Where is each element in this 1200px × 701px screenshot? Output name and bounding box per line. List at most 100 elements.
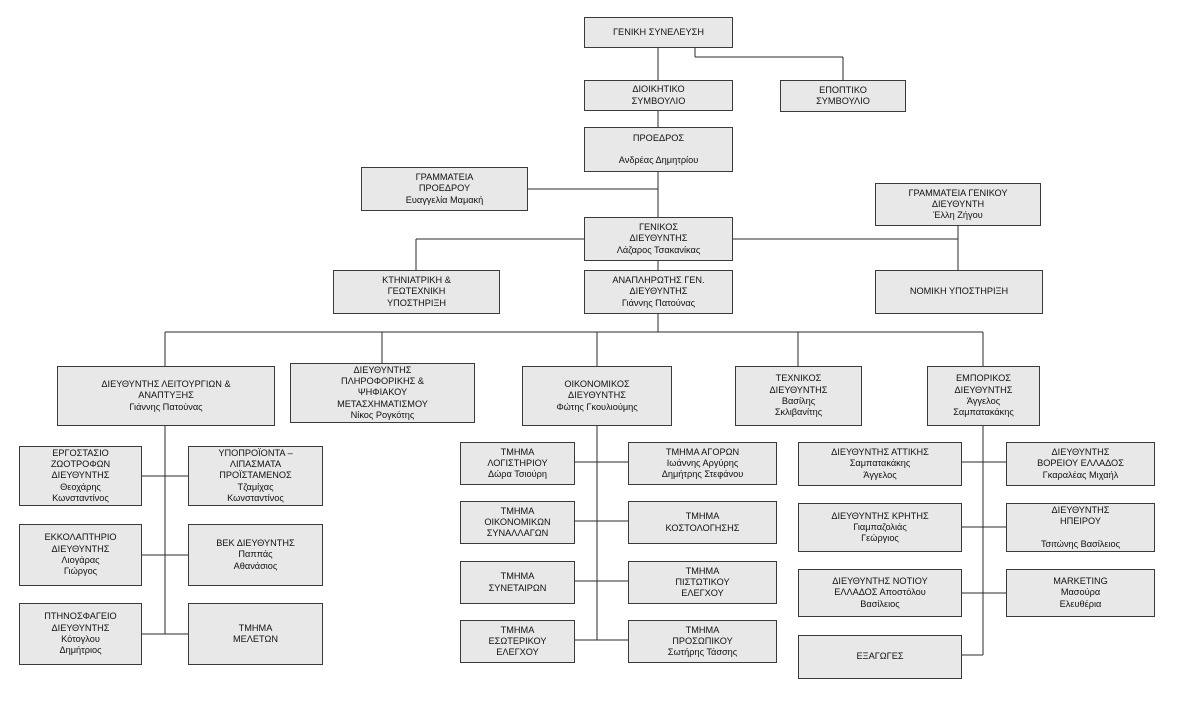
gm-secretariat-box: ΓΡΑΜΜΑΤΕΙΑ ΓΕΝΙΚΟΥ ΔΙΕΥΘΥΝΤΗ Έλλη Ζήγου xyxy=(875,183,1041,226)
node-line: Έλλη Ζήγου xyxy=(933,210,983,221)
node-line: ΤΜΗΜΑ xyxy=(685,511,720,522)
node-line: ΤΜΗΜΑ xyxy=(500,624,535,635)
node-line: ΔΙΕΥΘΥΝΤΗΣ xyxy=(1051,447,1110,458)
node-line: Παππάς xyxy=(238,549,273,560)
node-line: ΕΠΟΠΤΙΚΟ xyxy=(819,84,867,95)
commercial-director-box: ΕΜΠΟΡΙΚΟΣ ΔΙΕΥΘΥΝΤΗΣ Άγγελος Σαμπατακάκη… xyxy=(927,366,1040,426)
chairman-box: ΠΡΟΕΔΡΟΣ Ανδρέας Δημητρίου xyxy=(584,127,733,172)
node-line: ΠΡΟΕΔΡΟΥ xyxy=(418,183,471,194)
node-line: Άγγελος xyxy=(863,469,897,480)
supervisory-board-box: ΕΠΟΠΤΙΚΟ ΣΥΜΒΟΥΛΙΟ xyxy=(780,80,906,112)
node-line: ΨΗΦΙΑΚΟΥ xyxy=(357,387,408,398)
node-line: ΤΜΗΜΑ xyxy=(685,624,720,635)
node-line: Γιαμπαζολιάς xyxy=(853,521,907,532)
node-line: Δώρα Τσιούρη xyxy=(487,469,548,480)
node-line: ΖΩΟΤΡΟΦΩΝ xyxy=(50,459,111,470)
node-line: ΜΕΤΑΣΧΗΜΑΤΙΣΜΟΥ xyxy=(337,398,428,409)
node-line: Λιογάρας xyxy=(61,555,100,565)
node-line: ΔΙΕΥΘΥΝΤΗΣ xyxy=(568,390,626,401)
node-line: Ελευθέρια xyxy=(1059,598,1102,609)
exports-box: ΕΞΑΓΩΓΕΣ xyxy=(798,635,962,679)
legal-support-box: ΝΟΜΙΚΗ ΥΠΟΣΤΗΡΙΞΗ xyxy=(875,270,1043,314)
node-line: ΚΟΣΤΟΛΟΓΗΣΗΣ xyxy=(665,522,740,533)
node-line: ΠΤΗΝΟΣΦΑΓΕΙΟ xyxy=(44,611,117,622)
node-line: ΑΝΑΠΤΥΞΗΣ xyxy=(138,390,194,401)
node-line: Σαμπατακάκης xyxy=(953,407,1014,418)
node-line: Μασούρα xyxy=(1060,587,1101,598)
operations-director-box: ΔΙΕΥΘΥΝΤΗΣ ΛΕΙΤΟΥΡΓΙΩΝ & ΑΝΑΠΤΥΞΗΣ Γιάνν… xyxy=(57,366,275,426)
node-line: Κωνσταντίνος xyxy=(227,492,284,503)
node-line: ΔΙΕΥΘΥΝΤΗΣ xyxy=(51,470,110,481)
partners-dept-box: ΤΜΗΜΑ ΣΥΝΕΤΑΙΡΩΝ xyxy=(460,561,575,604)
node-line: ΠΡΟΕΔΡΟΣ xyxy=(632,132,685,143)
node-line: ΔΙΕΥΘΥΝΤΗΣ xyxy=(629,286,688,297)
node-line: ΠΡΟΣΩΠΙΚΟΥ xyxy=(672,635,733,646)
node-line: Γεώργιος xyxy=(861,533,899,544)
node-line: Θεοχάρης xyxy=(60,481,101,492)
node-line: ΕΛΕΓΧΟΥ xyxy=(496,647,539,658)
node-line: ΤΜΗΜΑ xyxy=(238,622,273,633)
chairman-secretariat-box: ΓΡΑΜΜΑΤΕΙΑ ΠΡΟΕΔΡΟΥ Ευαγγελία Μαμακή xyxy=(361,167,528,211)
financial-transactions-dept-box: ΤΜΗΜΑ ΟΙΚΟΝΟΜΙΚΩΝ ΣΥΝΑΛΛΑΓΩΝ xyxy=(460,501,575,544)
node-line: Δημήτρης Στεφάνου xyxy=(661,469,744,480)
node-line: Ευαγγελία Μαμακή xyxy=(405,194,484,205)
node-line: ΒΟΡΕΙΟΥ ΕΛΛΑΔΟΣ xyxy=(1037,458,1124,469)
node-line: ΔΙΕΥΘΥΝΤΗΣ ΝΟΤΙΟΥ xyxy=(832,576,928,587)
node-line: ΔΙΕΥΘΥΝΤΗΣ xyxy=(353,364,412,375)
node-line: ΔΙΕΥΘΥΝΤΗΣ xyxy=(1051,505,1110,516)
node-line: ΚΤΗΝΙΑΤΡΙΚΗ & xyxy=(382,275,451,286)
node-line: Σωτήρης Τάσσης xyxy=(667,647,738,658)
node-line: Σαμπατακάκης xyxy=(849,458,911,469)
node-line: ΓΕΩΤΕΧΝΙΚΗ xyxy=(387,286,446,297)
node-line: ΝΟΜΙΚΗ ΥΠΟΣΤΗΡΙΞΗ xyxy=(909,286,1009,297)
node-line: ΔΙΕΥΘΥΝΤΗΣ xyxy=(954,384,1013,395)
node-line: Αθανάσιος xyxy=(233,560,278,571)
node-line: ΤΜΗΜΑ ΑΓΟΡΩΝ xyxy=(665,446,740,457)
node-line: ΔΙΕΥΘΥΝΤΗΣ xyxy=(629,233,688,244)
node-line: Νίκος Ρογκότης xyxy=(350,409,415,420)
finance-director-box: ΟΙΚΟΝΟΜΙΚΟΣ ΔΙΕΥΘΥΝΤΗΣ Φώτης Γκουλιούμης xyxy=(522,366,672,426)
it-director-box: ΔΙΕΥΘΥΝΤΗΣ ΠΛΗΡΟΦΟΡΙΚΗΣ & ΨΗΦΙΑΚΟΥ ΜΕΤΑΣ… xyxy=(290,363,475,423)
general-manager-box: ΓΕΝΙΚΟΣ ΔΙΕΥΘΥΝΤΗΣ Λάζαρος Τσακανίκας xyxy=(584,217,733,261)
node-line: Κότογλου xyxy=(61,634,100,644)
node-line: Γιώργος xyxy=(63,566,98,577)
node-line: Βασίλης xyxy=(781,396,816,406)
node-line: ΠΛΗΡΟΦΟΡΙΚΗΣ & xyxy=(341,376,424,387)
vet-geotech-support-box: ΚΤΗΝΙΑΤΡΙΚΗ & ΓΕΩΤΕΧΝΙΚΗ ΥΠΟΣΤΗΡΙΞΗ xyxy=(333,270,500,314)
costing-dept-box: ΤΜΗΜΑ ΚΟΣΤΟΛΟΓΗΣΗΣ xyxy=(628,501,777,544)
node-line: ΕΡΓΟΣΤΑΣΙΟ xyxy=(52,447,109,458)
node-line: Κωνσταντίνος xyxy=(52,492,109,503)
byproducts-box: ΥΠΟΠΡΟΪΟΝΤΑ – ΛΙΠΑΣΜΑΤΑ ΠΡΟΪΣΤΑΜΕΝΟΣ Τζα… xyxy=(188,446,323,506)
node-line: ΤΜΗΜΑ xyxy=(685,565,720,576)
node-line: ΔΙΕΥΘΥΝΤΗΣ xyxy=(51,543,110,554)
node-line: ΣΥΝΑΛΛΑΓΩΝ xyxy=(486,528,549,539)
node-line: Τζαμίχας xyxy=(237,481,274,492)
hatchery-box: ΕΚΚΟΛΑΠΤΗΡΙΟ ΔΙΕΥΘΥΝΤΗΣ Λιογάρας Γιώργος xyxy=(19,524,142,586)
purchasing-dept-box: ΤΜΗΜΑ ΑΓΟΡΩΝ Ιωάννης Αργύρης Δημήτρης Στ… xyxy=(628,442,777,485)
node-line: ΓΕΝΙΚΗ ΣΥΝΕΛΕΥΣΗ xyxy=(613,26,704,37)
studies-dept-box: ΤΜΗΜΑ ΜΕΛΕΤΩΝ xyxy=(188,603,323,665)
marketing-box: MARKETING Μασούρα Ελευθέρια xyxy=(1006,569,1155,617)
node-line: ΕΚΚΟΛΑΠΤΗΡΙΟ xyxy=(44,532,117,543)
node-line: Γκαραλέας Μιχαήλ xyxy=(1042,469,1119,480)
node-line: ΗΠΕΙΡΟΥ xyxy=(1059,516,1102,527)
accounting-dept-box: ΤΜΗΜΑ ΛΟΓΙΣΤΗΡΙΟΥ Δώρα Τσιούρη xyxy=(460,442,575,485)
node-line: Ανδρέας Δημητρίου xyxy=(618,155,699,165)
node-line: ΟΙΚΟΝΟΜΙΚΟΣ xyxy=(564,379,630,390)
personnel-dept-box: ΤΜΗΜΑ ΠΡΟΣΩΠΙΚΟΥ Σωτήρης Τάσσης xyxy=(628,620,777,663)
node-line: ΣΥΜΒΟΥΛΙΟ xyxy=(631,95,686,106)
node-line: ΕΣΩΤΕΡΙΚΟΥ xyxy=(488,635,547,646)
north-greece-director-box: ΔΙΕΥΘΥΝΤΗΣ ΒΟΡΕΙΟΥ ΕΛΛΑΔΟΣ Γκαραλέας Μιχ… xyxy=(1006,442,1155,486)
node-line: ΣΥΝΕΤΑΙΡΩΝ xyxy=(488,582,547,593)
node-line: ΣΥΜΒΟΥΛΙΟ xyxy=(816,96,870,106)
node-line: Φώτης Γκουλιούμης xyxy=(556,401,638,412)
feed-factory-box: ΕΡΓΟΣΤΑΣΙΟ ΖΩΟΤΡΟΦΩΝ ΔΙΕΥΘΥΝΤΗΣ Θεοχάρης… xyxy=(19,446,142,506)
node-line: ΕΜΠΟΡΙΚΟΣ xyxy=(956,373,1011,384)
node-line: ΓΡΑΜΜΑΤΕΙΑ xyxy=(415,172,474,183)
node-line: ΔΙΕΥΘΥΝΤΗΣ ΑΤΤΙΚΗΣ xyxy=(831,447,929,458)
node-line: Σκλιβανίτης xyxy=(774,407,823,418)
deputy-gm-box: ΑΝΑΠΛΗΡΩΤΗΣ ΓΕΝ. ΔΙΕΥΘΥΝΤΗΣ Γιάννης Πατο… xyxy=(584,270,733,314)
credit-control-dept-box: ΤΜΗΜΑ ΠΙΣΤΩΤΙΚΟΥ ΕΛΕΓΧΟΥ xyxy=(628,561,777,604)
